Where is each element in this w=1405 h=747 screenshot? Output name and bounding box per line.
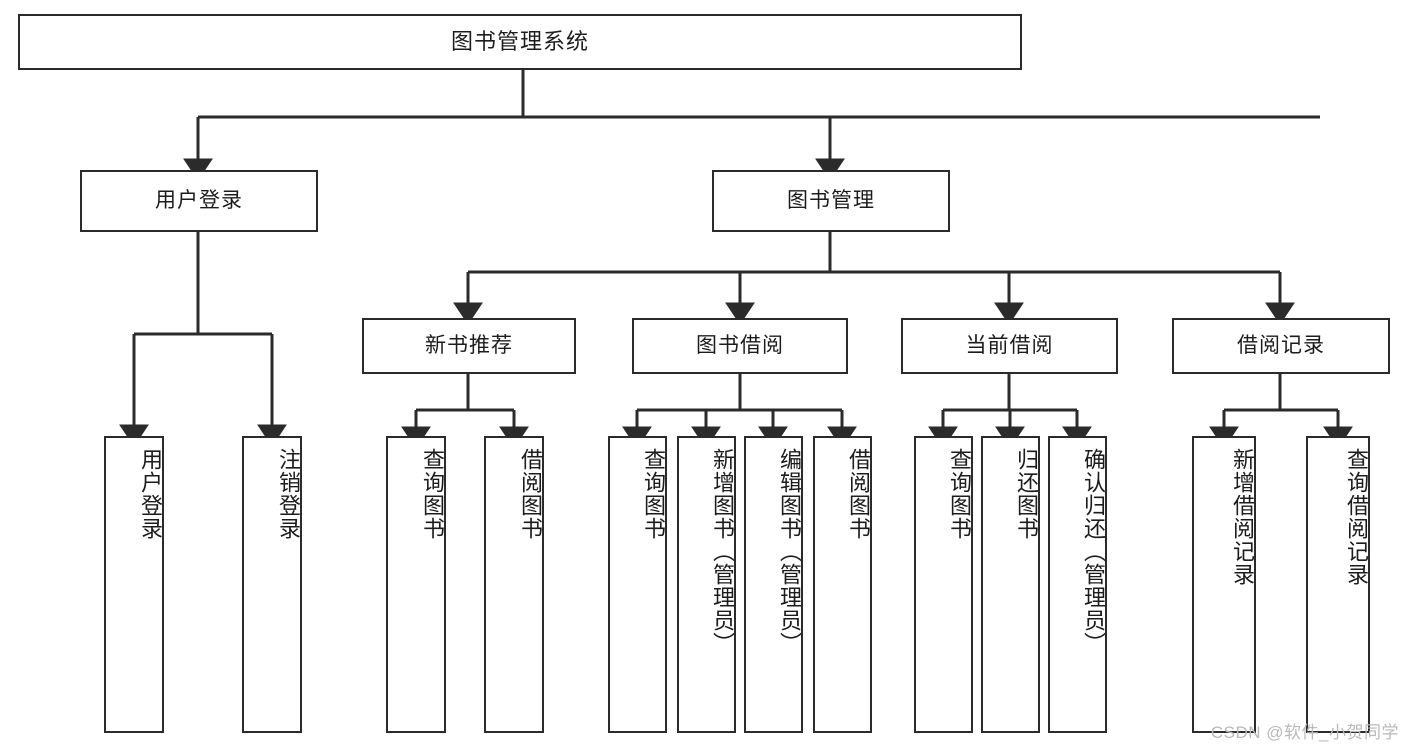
node-borrow-record-label: 借阅记录 bbox=[1237, 333, 1325, 357]
leaf-query-book-2[interactable]: 查询图书 bbox=[608, 436, 667, 733]
node-current-borrow-label: 当前借阅 bbox=[965, 333, 1054, 357]
leaf-borrow-book-2-label: 借阅图书 bbox=[846, 448, 871, 540]
leaf-logout[interactable]: 注销登录 bbox=[242, 436, 302, 733]
node-new-book-recommend[interactable]: 新书推荐 bbox=[362, 318, 576, 374]
node-book-manage[interactable]: 图书管理 bbox=[712, 170, 950, 232]
leaf-query-book-3-label: 查询图书 bbox=[947, 448, 972, 540]
leaf-confirm-return[interactable]: 确认归还（管理员） bbox=[1048, 436, 1107, 733]
leaf-query-record[interactable]: 查询借阅记录 bbox=[1306, 436, 1370, 733]
leaf-edit-book-label: 编辑图书（管理员） bbox=[777, 448, 802, 655]
leaf-logout-label: 注销登录 bbox=[276, 448, 301, 540]
leaf-user-login-label: 用户登录 bbox=[138, 448, 163, 540]
leaf-user-login[interactable]: 用户登录 bbox=[104, 436, 164, 733]
leaf-add-book-label: 新增图书（管理员） bbox=[710, 448, 735, 655]
leaf-query-book-3[interactable]: 查询图书 bbox=[914, 436, 973, 733]
node-root[interactable]: 图书管理系统 bbox=[18, 14, 1022, 70]
leaf-borrow-book-1[interactable]: 借阅图书 bbox=[484, 436, 544, 733]
leaf-query-book-2-label: 查询图书 bbox=[641, 448, 666, 540]
node-current-borrow[interactable]: 当前借阅 bbox=[901, 318, 1118, 374]
node-root-label: 图书管理系统 bbox=[450, 29, 589, 55]
node-borrow-record[interactable]: 借阅记录 bbox=[1172, 318, 1390, 374]
node-book-borrow-label: 图书借阅 bbox=[696, 333, 784, 357]
leaf-return-book-label: 归还图书 bbox=[1014, 448, 1039, 540]
leaf-query-book-1-label: 查询图书 bbox=[420, 448, 445, 540]
leaf-return-book[interactable]: 归还图书 bbox=[981, 436, 1040, 733]
node-user-login[interactable]: 用户登录 bbox=[80, 170, 318, 232]
node-book-manage-label: 图书管理 bbox=[787, 188, 875, 212]
node-book-borrow[interactable]: 图书借阅 bbox=[632, 318, 848, 374]
leaf-borrow-book-1-label: 借阅图书 bbox=[518, 448, 543, 540]
leaf-add-record[interactable]: 新增借阅记录 bbox=[1192, 436, 1256, 733]
leaf-edit-book[interactable]: 编辑图书（管理员） bbox=[744, 436, 803, 733]
node-new-book-recommend-label: 新书推荐 bbox=[425, 333, 513, 357]
node-user-login-label: 用户登录 bbox=[155, 188, 243, 212]
leaf-query-record-label: 查询借阅记录 bbox=[1344, 448, 1369, 586]
leaf-borrow-book-2[interactable]: 借阅图书 bbox=[813, 436, 872, 733]
leaf-query-book-1[interactable]: 查询图书 bbox=[386, 436, 446, 733]
leaf-add-book[interactable]: 新增图书（管理员） bbox=[677, 436, 736, 733]
leaf-confirm-return-label: 确认归还（管理员） bbox=[1081, 448, 1106, 655]
leaf-add-record-label: 新增借阅记录 bbox=[1230, 448, 1255, 586]
